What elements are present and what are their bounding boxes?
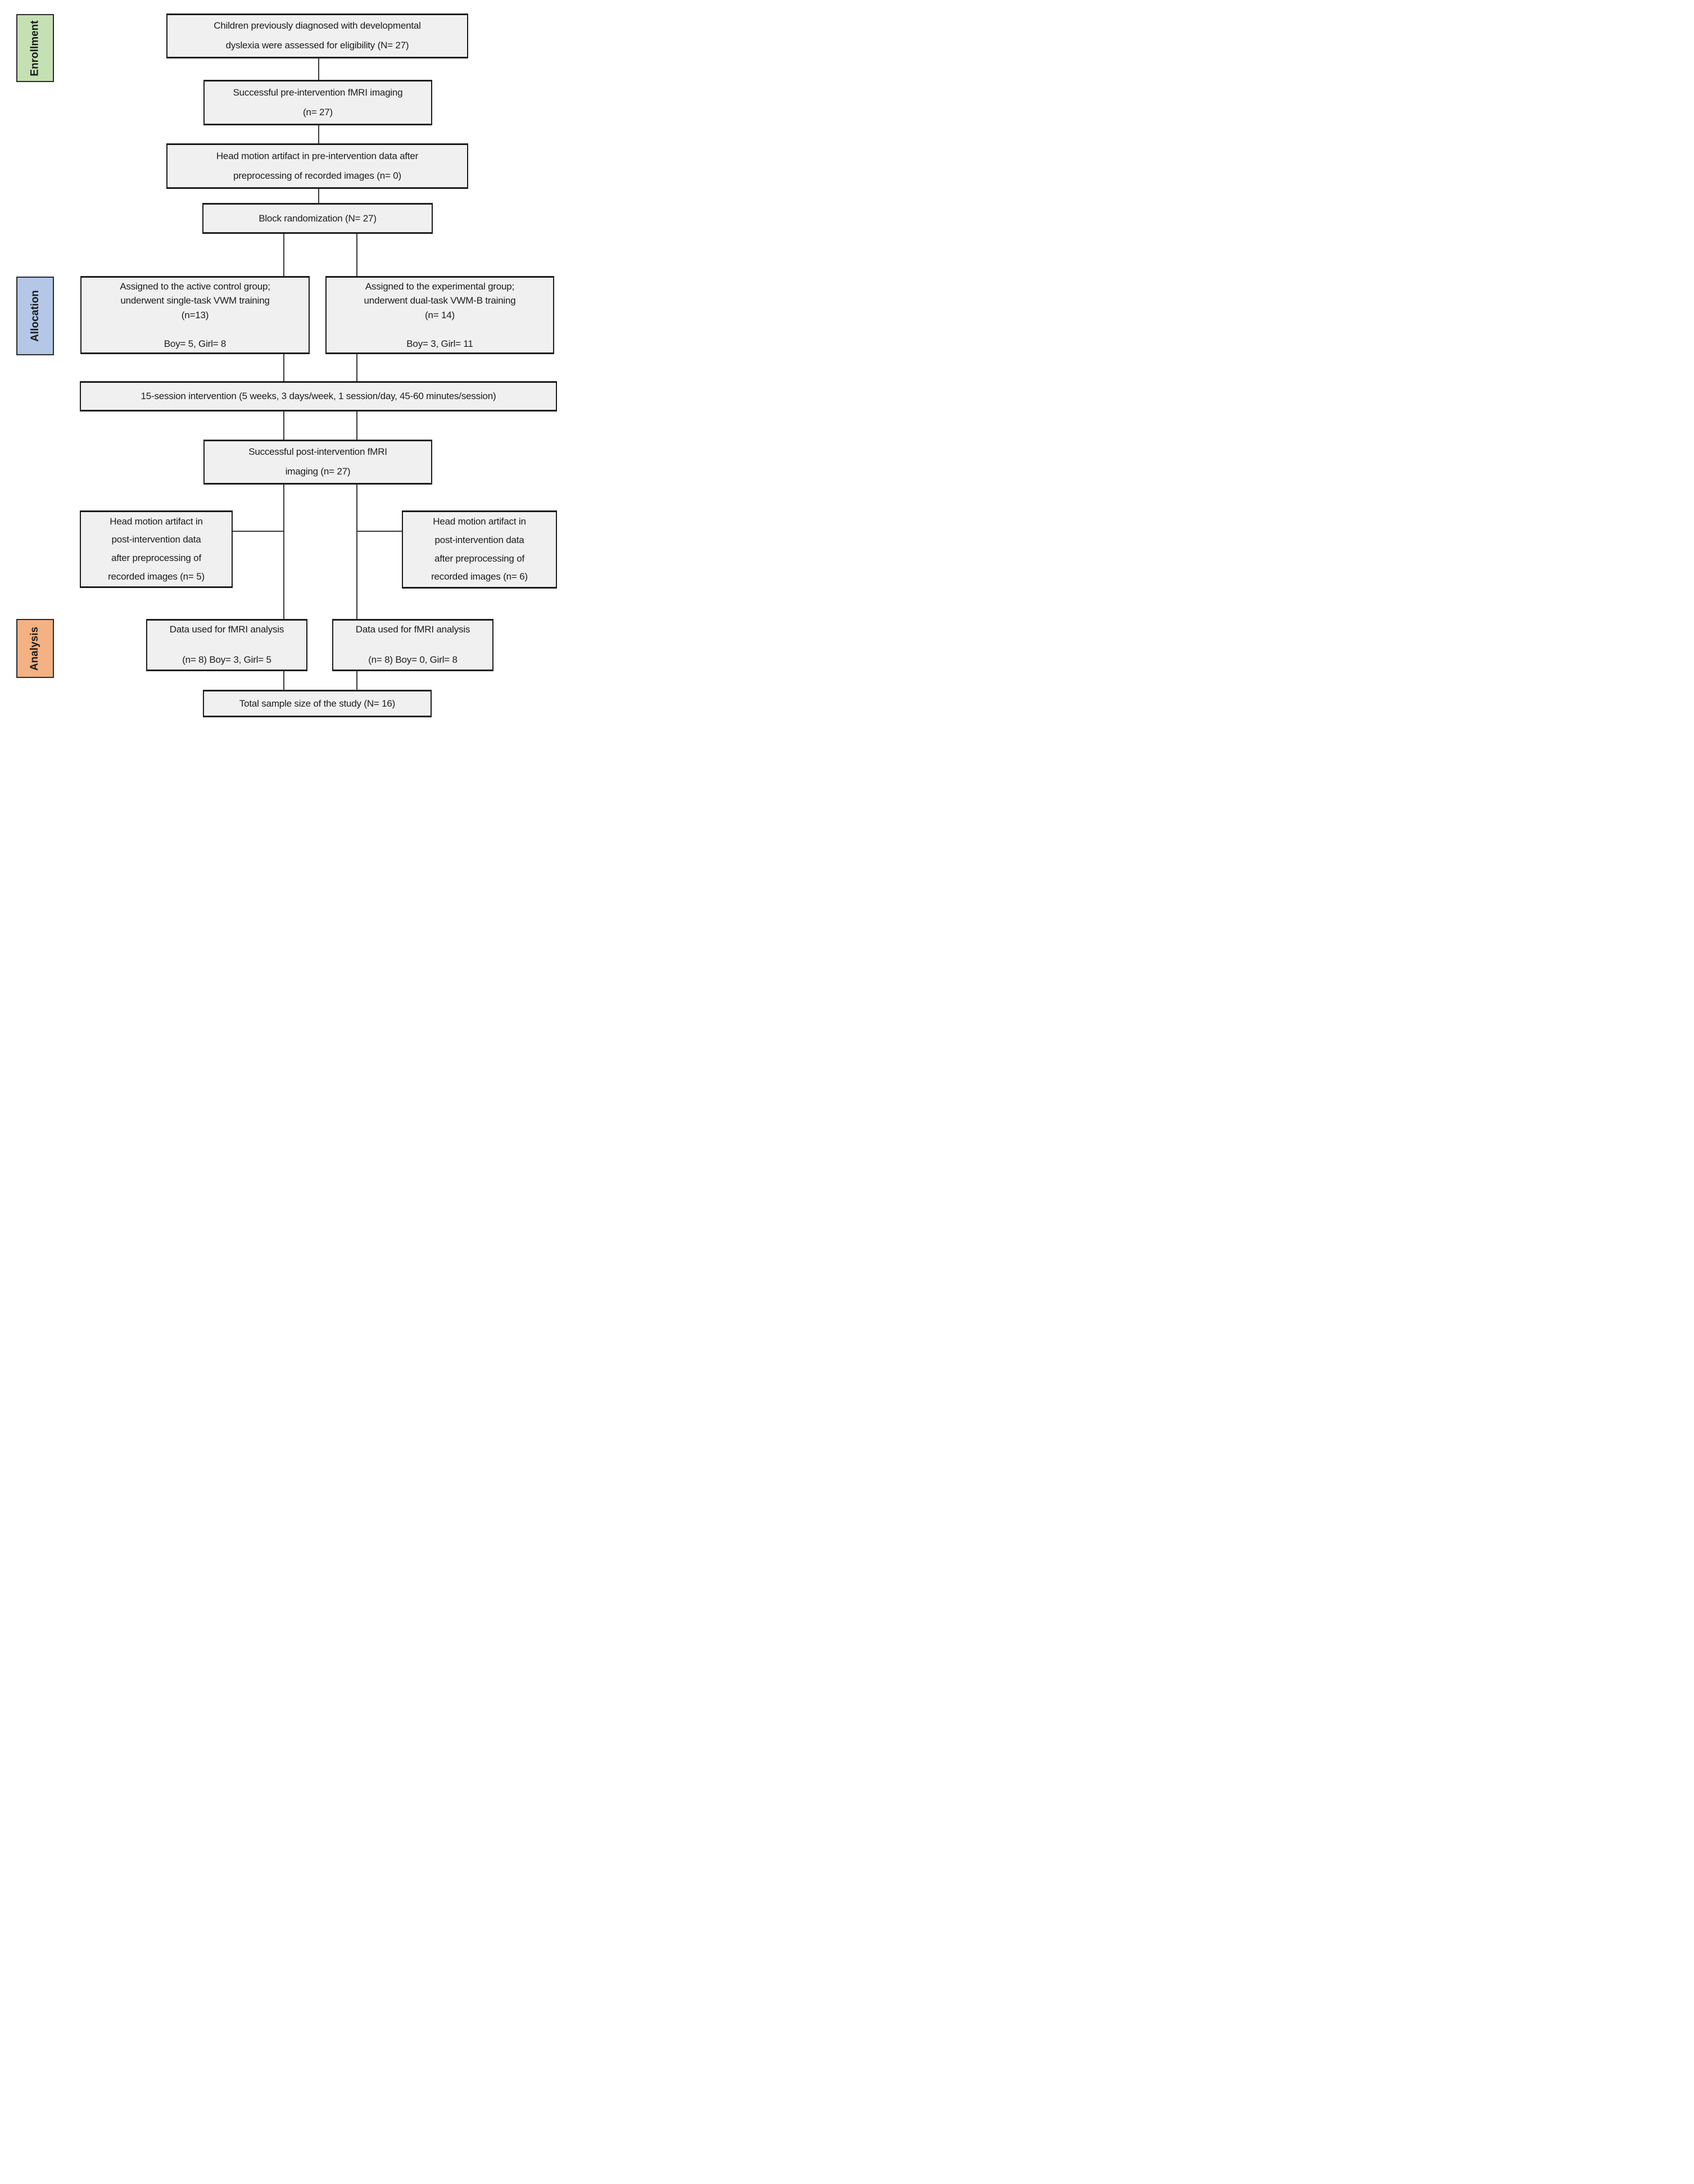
box-analysis-left: Data used for fMRI analysis (n= 8) Boy= … [146, 619, 307, 671]
box-total-sample: Total sample size of the study (N= 16) [203, 690, 432, 717]
box-block-randomization: Block randomization (N= 27) [202, 203, 433, 234]
connector-headmotion-right-stub [357, 531, 402, 532]
box-analysis-right: Data used for fMRI analysis (n= 8) Boy= … [332, 619, 493, 671]
stage-label-enrollment: Enrollment [16, 14, 54, 82]
box-eligibility: Children previously diagnosed with devel… [166, 13, 468, 58]
connector-headmotion-left-stub [233, 531, 283, 532]
connector-control-to-intervention [283, 354, 284, 381]
box-head-motion-post-right: Head motion artifact in post-interventio… [402, 510, 557, 589]
stage-label-analysis-text: Analysis [29, 626, 41, 671]
stage-label-allocation-text: Allocation [29, 290, 41, 342]
box-head-motion-post-left: Head motion artifact in post-interventio… [80, 510, 233, 588]
box-head-motion-pre: Head motion artifact in pre-intervention… [166, 143, 468, 189]
connector-prefmri-to-headmotionpre [318, 125, 319, 143]
stage-label-enrollment-text: Enrollment [29, 20, 41, 76]
connector-postfmri-to-analysis-left [283, 485, 284, 619]
box-experimental-group: Assigned to the experimental group; unde… [325, 276, 554, 354]
box-pre-intervention-fmri: Successful pre-intervention fMRI imaging… [203, 80, 432, 125]
connector-eligibility-to-prefmri [318, 58, 319, 80]
connector-randomization-to-experimental [356, 234, 357, 276]
connector-analysis-right-to-total [356, 671, 357, 690]
connector-analysis-left-to-total [283, 671, 284, 690]
stage-label-allocation: Allocation [16, 277, 54, 355]
flow-diagram: Enrollment Allocation Analysis Children … [0, 0, 565, 728]
box-intervention: 15-session intervention (5 weeks, 3 days… [80, 381, 557, 412]
stage-label-analysis: Analysis [16, 619, 54, 678]
connector-postfmri-to-analysis-right [356, 485, 357, 619]
connector-intervention-to-postfmri-right [356, 412, 357, 440]
box-active-control-group: Assigned to the active control group; un… [80, 276, 310, 354]
box-post-intervention-fmri: Successful post-intervention fMRI imagin… [203, 440, 432, 485]
connector-randomization-to-control [283, 234, 284, 276]
connector-intervention-to-postfmri-left [283, 412, 284, 440]
connector-experimental-to-intervention [356, 354, 357, 381]
connector-headmotionpre-to-randomization [318, 189, 319, 203]
